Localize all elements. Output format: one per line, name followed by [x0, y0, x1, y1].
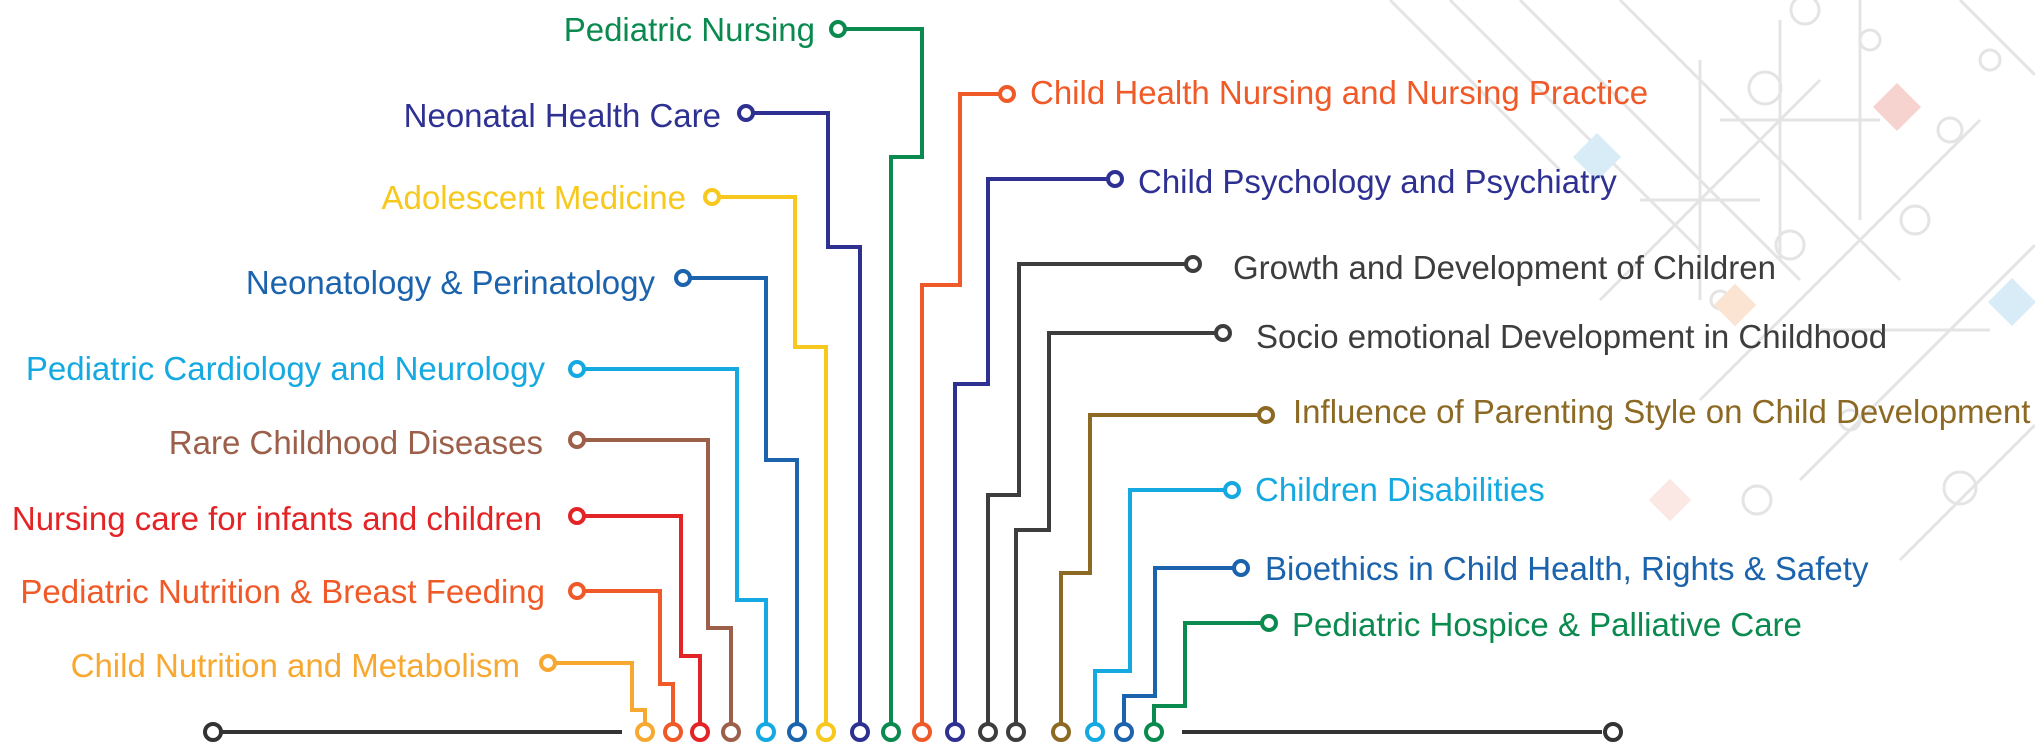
topic-children-disabilities: Children Disabilities — [1085, 471, 1545, 742]
connector-end-node — [850, 722, 870, 742]
connector-line — [845, 27, 924, 732]
connector-end-node — [787, 722, 807, 742]
connector-line — [953, 177, 1108, 732]
topic-rare-childhood-diseases: Rare Childhood Diseases — [169, 424, 741, 742]
topic-label: Influence of Parenting Style on Child De… — [1293, 393, 2030, 430]
topic-child-nutrition-metabolism: Child Nutrition and Metabolism — [71, 647, 655, 742]
topic-label: Adolescent Medicine — [381, 179, 686, 216]
topic-parenting-style-influence: Influence of Parenting Style on Child De… — [1051, 393, 2030, 742]
topic-label: Socio emotional Development in Childhood — [1256, 318, 1887, 355]
connector-line — [920, 92, 1000, 732]
topic-neonatology-perinatology: Neonatology & Perinatology — [246, 264, 807, 742]
topic-pediatric-cardiology-neurology: Pediatric Cardiology and Neurology — [26, 350, 776, 742]
topic-pediatric-nursing: Pediatric Nursing — [564, 11, 924, 742]
connector-start-node — [568, 360, 586, 378]
connector-line — [1014, 331, 1216, 732]
connector-end-node — [881, 722, 901, 742]
connector-start-node — [568, 431, 586, 449]
connector-start-node — [1214, 324, 1232, 342]
topic-label: Nursing care for infants and children — [12, 500, 542, 537]
connector-start-node — [829, 20, 847, 38]
connector-line — [584, 367, 768, 732]
connector-line — [584, 438, 733, 732]
topic-nursing-care-infants-children: Nursing care for infants and children — [12, 500, 710, 742]
topic-adolescent-medicine: Adolescent Medicine — [381, 179, 836, 742]
connector-end-node — [912, 722, 932, 742]
topic-label: Growth and Development of Children — [1233, 249, 1776, 286]
connector-start-node — [674, 269, 692, 287]
topic-label: Neonatal Health Care — [404, 97, 721, 134]
connector-end-node — [635, 722, 655, 742]
connector-line — [1122, 566, 1234, 732]
connector-start-node — [1232, 559, 1250, 577]
topic-label: Pediatric Nutrition & Breast Feeding — [20, 573, 545, 610]
topic-socio-emotional-development: Socio emotional Development in Childhood — [1006, 318, 1887, 742]
connector-end-node — [663, 722, 683, 742]
connector-end-node — [690, 722, 710, 742]
connector-start-node — [1257, 406, 1275, 424]
connector-line — [753, 111, 862, 732]
connector-end-node — [756, 722, 776, 742]
connector-line — [1152, 621, 1262, 732]
topic-child-health-nursing-practice: Child Health Nursing and Nursing Practic… — [912, 74, 1648, 742]
connector-start-node — [703, 188, 721, 206]
connector-end-node — [1051, 722, 1071, 742]
connector-end-node — [721, 722, 741, 742]
topic-label: Child Health Nursing and Nursing Practic… — [1030, 74, 1648, 111]
connector-end-node — [1114, 722, 1134, 742]
topic-pediatric-nutrition-breast-feeding: Pediatric Nutrition & Breast Feeding — [20, 573, 683, 742]
connector-end-node — [1144, 722, 1164, 742]
topic-pediatric-hospice-palliative: Pediatric Hospice & Palliative Care — [1144, 606, 1802, 742]
topic-label: Pediatric Cardiology and Neurology — [26, 350, 546, 387]
baseline-right-endpoint — [1603, 722, 1623, 742]
connector-line — [719, 195, 828, 732]
topic-bioethics-child-health: Bioethics in Child Health, Rights & Safe… — [1114, 550, 1869, 742]
connector-line — [584, 514, 702, 732]
topic-growth-development-children: Growth and Development of Children — [978, 249, 1776, 742]
connector-end-node — [978, 722, 998, 742]
topic-label: Children Disabilities — [1255, 471, 1545, 508]
connector-start-node — [568, 582, 586, 600]
topic-label: Pediatric Nursing — [564, 11, 815, 48]
connector-start-node — [568, 507, 586, 525]
connector-start-node — [1106, 170, 1124, 188]
baseline-left-endpoint — [203, 722, 223, 742]
connector-line — [690, 276, 799, 732]
connector-line — [1093, 488, 1225, 732]
topic-label: Child Nutrition and Metabolism — [71, 647, 520, 684]
connector-end-node — [1085, 722, 1105, 742]
topic-label: Pediatric Hospice & Palliative Care — [1292, 606, 1802, 643]
connector-end-node — [945, 722, 965, 742]
connector-start-node — [1260, 614, 1278, 632]
topic-child-psychology-psychiatry: Child Psychology and Psychiatry — [945, 163, 1617, 742]
connector-line — [986, 262, 1186, 732]
connector-line — [1059, 413, 1259, 732]
topic-label: Rare Childhood Diseases — [169, 424, 543, 461]
topic-neonatal-health-care: Neonatal Health Care — [404, 97, 870, 742]
connector-line — [555, 661, 647, 732]
topic-label: Bioethics in Child Health, Rights & Safe… — [1265, 550, 1869, 587]
connector-start-node — [539, 654, 557, 672]
connector-start-node — [1223, 481, 1241, 499]
connector-line — [584, 589, 675, 732]
topic-label: Neonatology & Perinatology — [246, 264, 656, 301]
connector-start-node — [1184, 255, 1202, 273]
connector-end-node — [816, 722, 836, 742]
connector-start-node — [998, 85, 1016, 103]
topic-label: Child Psychology and Psychiatry — [1138, 163, 1617, 200]
connector-start-node — [737, 104, 755, 122]
connector-end-node — [1006, 722, 1026, 742]
